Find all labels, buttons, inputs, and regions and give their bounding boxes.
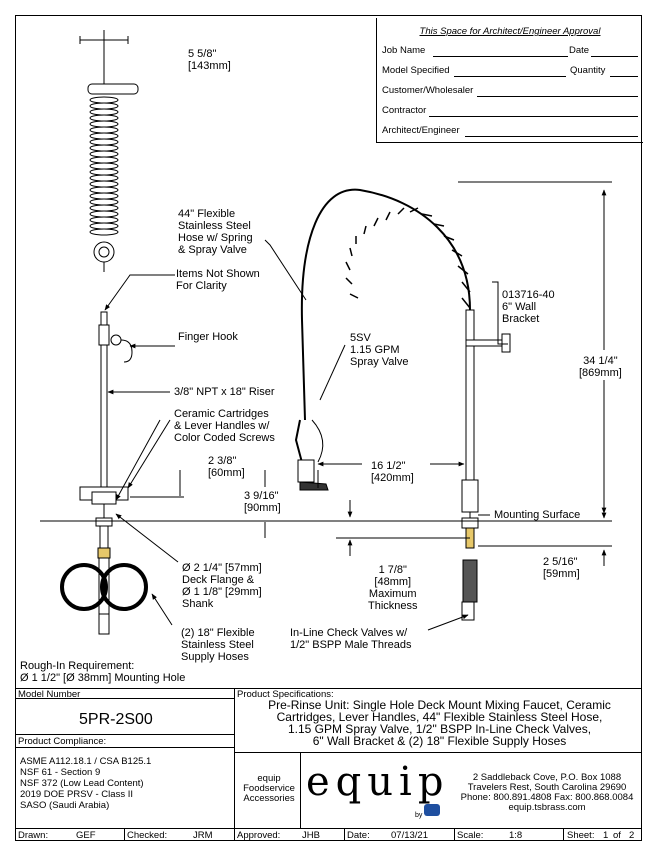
hose-width-dim: 5 5/8"[143mm]: [188, 48, 231, 72]
spec-lines: Pre-Rinse Unit: Single Hole Deck Mount M…: [268, 698, 611, 748]
ts-logo-icon: [424, 804, 440, 816]
checked-value: JRM: [193, 830, 213, 841]
logo-by: by: [415, 812, 423, 819]
approved-label: Approved:: [237, 830, 281, 841]
rough-in-requirement: Rough-In Requirement:Ø 1 1/2" [Ø 38mm] M…: [20, 660, 186, 684]
right-spring-coils: [345, 207, 471, 309]
equip-logo: equip: [306, 759, 450, 805]
title-block-top-rule: [15, 688, 642, 689]
quantity-label: Quantity: [570, 65, 606, 76]
faucet-drawing: [40, 30, 612, 635]
total-height-dim: 34 1/4"[869mm]: [579, 355, 622, 379]
drawing-frame: [15, 15, 642, 841]
sheet-value: 1: [603, 830, 609, 841]
top-view-hose: [79, 30, 139, 272]
footer-sep-2: [344, 828, 345, 841]
dim-16-1-2: 16 1/2"[420mm]: [371, 460, 414, 484]
drawn-value: GEF: [76, 830, 96, 841]
footer-sep-3: [454, 828, 455, 841]
date-label-footer: Date:: [347, 830, 370, 841]
dim-2-5-16: 2 5/16"[59mm]: [543, 556, 580, 580]
approval-header: This Space for Architect/Engineer Approv…: [419, 26, 601, 37]
model-label-rule: [15, 698, 234, 699]
customer-label: Customer/Wholesaler: [382, 85, 474, 96]
riser-label: 3/8" NPT x 18" Riser: [174, 386, 275, 398]
model-number: 5PR-2S00: [79, 711, 153, 728]
scale-value: 1:8: [509, 830, 523, 841]
drawn-label: Drawn:: [18, 830, 49, 841]
architect-line[interactable]: [465, 136, 638, 137]
contractor-line[interactable]: [429, 116, 638, 117]
scale-label: Scale:: [457, 830, 484, 841]
job-name-line[interactable]: [433, 56, 568, 57]
check-valves-label: In-Line Check Valves w/1/2" BSPP Male Th…: [290, 627, 412, 651]
date-value: 07/13/21: [391, 830, 428, 841]
approval-box: This Space for Architect/Engineer Approv…: [376, 18, 643, 143]
right-faucet: [294, 188, 511, 621]
left-faucet: [60, 311, 148, 635]
footer-sep-4: [563, 828, 564, 841]
contractor-label: Contractor: [382, 105, 427, 116]
spec-bottom-rule: [234, 752, 642, 753]
dim-2-3-8: 2 3/8"[60mm]: [208, 455, 245, 479]
mounting-surface-label: Mounting Surface: [494, 509, 581, 521]
job-name-label: Job Name: [382, 45, 426, 56]
model-bottom-rule: [15, 734, 234, 735]
sheet-label: Sheet:: [567, 830, 595, 841]
footer-sep-1: [124, 828, 125, 841]
sheet-of: of: [613, 830, 621, 841]
date-label: Date: [569, 45, 590, 56]
quantity-line[interactable]: [610, 76, 638, 77]
footer-rule: [15, 828, 642, 829]
deck-flange-label: Ø 2 1/4" [57mm]Deck Flange & Ø 1 1/8" [2…: [182, 562, 262, 610]
approved-value: JHB: [302, 830, 320, 841]
brand-divider: [300, 752, 301, 828]
date-line[interactable]: [591, 56, 638, 57]
top-spring-coils: [89, 96, 119, 236]
architect-label: Architect/Engineer: [382, 125, 460, 136]
spec-label: Product Specifications:: [237, 689, 334, 700]
model-specified-line[interactable]: [454, 76, 566, 77]
checked-label: Checked:: [127, 830, 168, 841]
customer-line[interactable]: [477, 96, 638, 97]
title-block-divider: [234, 688, 235, 841]
sheet-total: 2: [629, 830, 635, 841]
ceramic-cartridges-label: Ceramic Cartridges& Lever Handles w/Colo…: [174, 408, 275, 444]
finger-hook-label: Finger Hook: [178, 331, 238, 343]
dim-3-9-16: 3 9/16"[90mm]: [244, 490, 281, 514]
compliance-label: Product Compliance:: [18, 736, 107, 747]
leader-lines: [104, 239, 508, 631]
model-specified-label: Model Specified: [382, 65, 450, 76]
model-number-label: Model Number: [18, 689, 81, 700]
compliance-label-rule: [15, 747, 234, 748]
dimension-lines: [130, 181, 612, 566]
